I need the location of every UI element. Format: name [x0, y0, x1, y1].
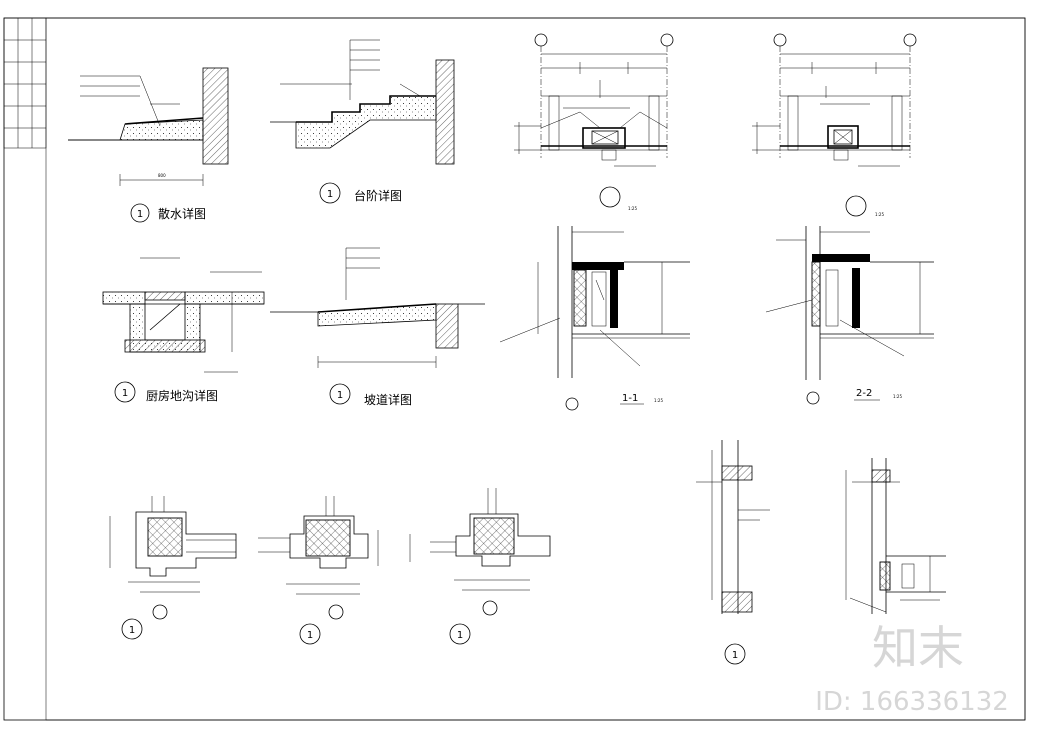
column-1-marker: 1: [129, 625, 135, 636]
steps-marker: 1: [327, 189, 333, 200]
column-detail-3: 1: [409, 488, 551, 645]
trench-caption: 1 厨房地沟详图: [114, 381, 218, 403]
trench-title: 厨房地沟详图: [146, 388, 218, 403]
column-detail-2: 1: [258, 496, 379, 645]
wall-section-right: [845, 458, 946, 614]
watermark: 知末 ID: 166336132: [815, 621, 1009, 717]
ramp-title: 坡道详图: [364, 392, 412, 407]
trench-detail: [102, 257, 265, 373]
column-3-marker: 1: [457, 630, 463, 641]
sheet-frame: [3, 17, 1026, 721]
section-1-1-scale: 1:25: [654, 398, 663, 403]
elev-left-scale: 1:25: [628, 206, 637, 211]
section-1-1-title: 1-1: [622, 393, 638, 404]
ramp-marker: 1: [337, 390, 343, 401]
hood-elevation-right: 1:25: [752, 33, 917, 217]
steps-detail: [270, 39, 455, 165]
section-1-1: 1-1 1:25: [499, 226, 690, 411]
wall-marker: 1: [732, 650, 738, 661]
apron-marker: 1: [137, 209, 143, 220]
hood-elevation-left: 1:25: [514, 33, 674, 211]
ramp-caption: 1 坡道详图: [329, 383, 412, 407]
svg-text:800: 800: [158, 173, 166, 178]
steps-title: 台阶详图: [354, 188, 402, 203]
watermark-id: ID: 166336132: [815, 687, 1009, 717]
watermark-brand: 知末: [872, 621, 964, 675]
section-2-2-scale: 1:25: [893, 394, 902, 399]
wall-section-left: 1: [696, 440, 770, 665]
trench-marker: 1: [122, 388, 128, 399]
elev-right-scale: 1:25: [875, 212, 884, 217]
apron-title: 散水详图: [158, 206, 206, 221]
apron-detail: 800: [68, 67, 229, 186]
column-detail-1: 1: [109, 496, 237, 640]
column-2-marker: 1: [307, 630, 313, 641]
section-2-2: 2-2 1:25: [765, 226, 934, 405]
steps-caption: 1 台阶详图: [319, 182, 402, 204]
section-2-2-title: 2-2: [856, 388, 872, 399]
apron-caption: 1 散水详图: [130, 203, 206, 223]
ramp-detail: [270, 247, 485, 368]
